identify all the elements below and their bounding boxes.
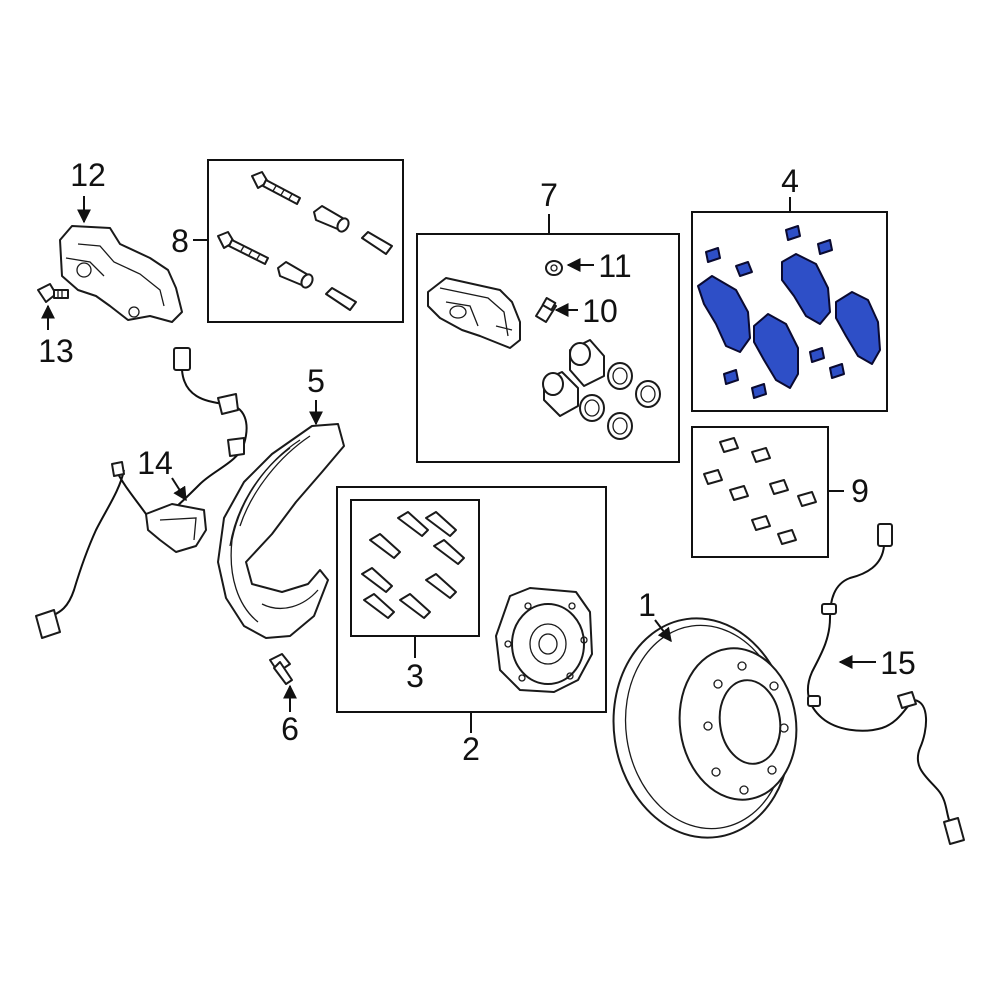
- callout-15: 15: [880, 645, 916, 681]
- bleeder-screw-part[interactable]: [535, 297, 557, 323]
- abs-harness-part[interactable]: [35, 347, 248, 639]
- wheel-hub-part[interactable]: [495, 587, 593, 693]
- callout-7: 7: [540, 177, 558, 213]
- group-box-9: [691, 426, 829, 558]
- pad-hardware-kit-part[interactable]: [703, 437, 817, 545]
- wheel-stud-set-part[interactable]: [361, 511, 465, 619]
- shield-bolt-part[interactable]: [269, 653, 293, 685]
- leader-1: [654, 619, 672, 643]
- splash-shield-part[interactable]: [217, 423, 345, 639]
- leader-14: [171, 477, 187, 502]
- caliper-piston-seal-kit-part[interactable]: [542, 339, 661, 440]
- callout-9: 9: [851, 473, 869, 509]
- callout-8: 8: [171, 223, 189, 259]
- caliper-pin-kit-part[interactable]: [217, 171, 393, 311]
- callout-1: 1: [638, 587, 656, 623]
- callout-12: 12: [70, 157, 106, 193]
- caliper-bracket-part[interactable]: [59, 225, 183, 323]
- caliper-assembly-part[interactable]: [427, 277, 521, 349]
- callout-3: 3: [406, 658, 424, 694]
- callout-13: 13: [38, 333, 74, 369]
- abs-sensor-part[interactable]: [806, 523, 965, 845]
- callout-11: 11: [598, 248, 631, 284]
- callout-5: 5: [307, 363, 325, 399]
- brake-rotor-part[interactable]: [600, 607, 806, 849]
- callout-10: 10: [582, 293, 618, 329]
- caliper-washer-part[interactable]: [545, 260, 563, 276]
- bracket-bolt-part[interactable]: [37, 283, 69, 303]
- brake-pad-set-part[interactable]: [697, 225, 881, 399]
- callout-6: 6: [281, 711, 299, 747]
- callout-14: 14: [137, 445, 173, 481]
- callout-4: 4: [781, 163, 799, 199]
- callout-2: 2: [462, 731, 480, 767]
